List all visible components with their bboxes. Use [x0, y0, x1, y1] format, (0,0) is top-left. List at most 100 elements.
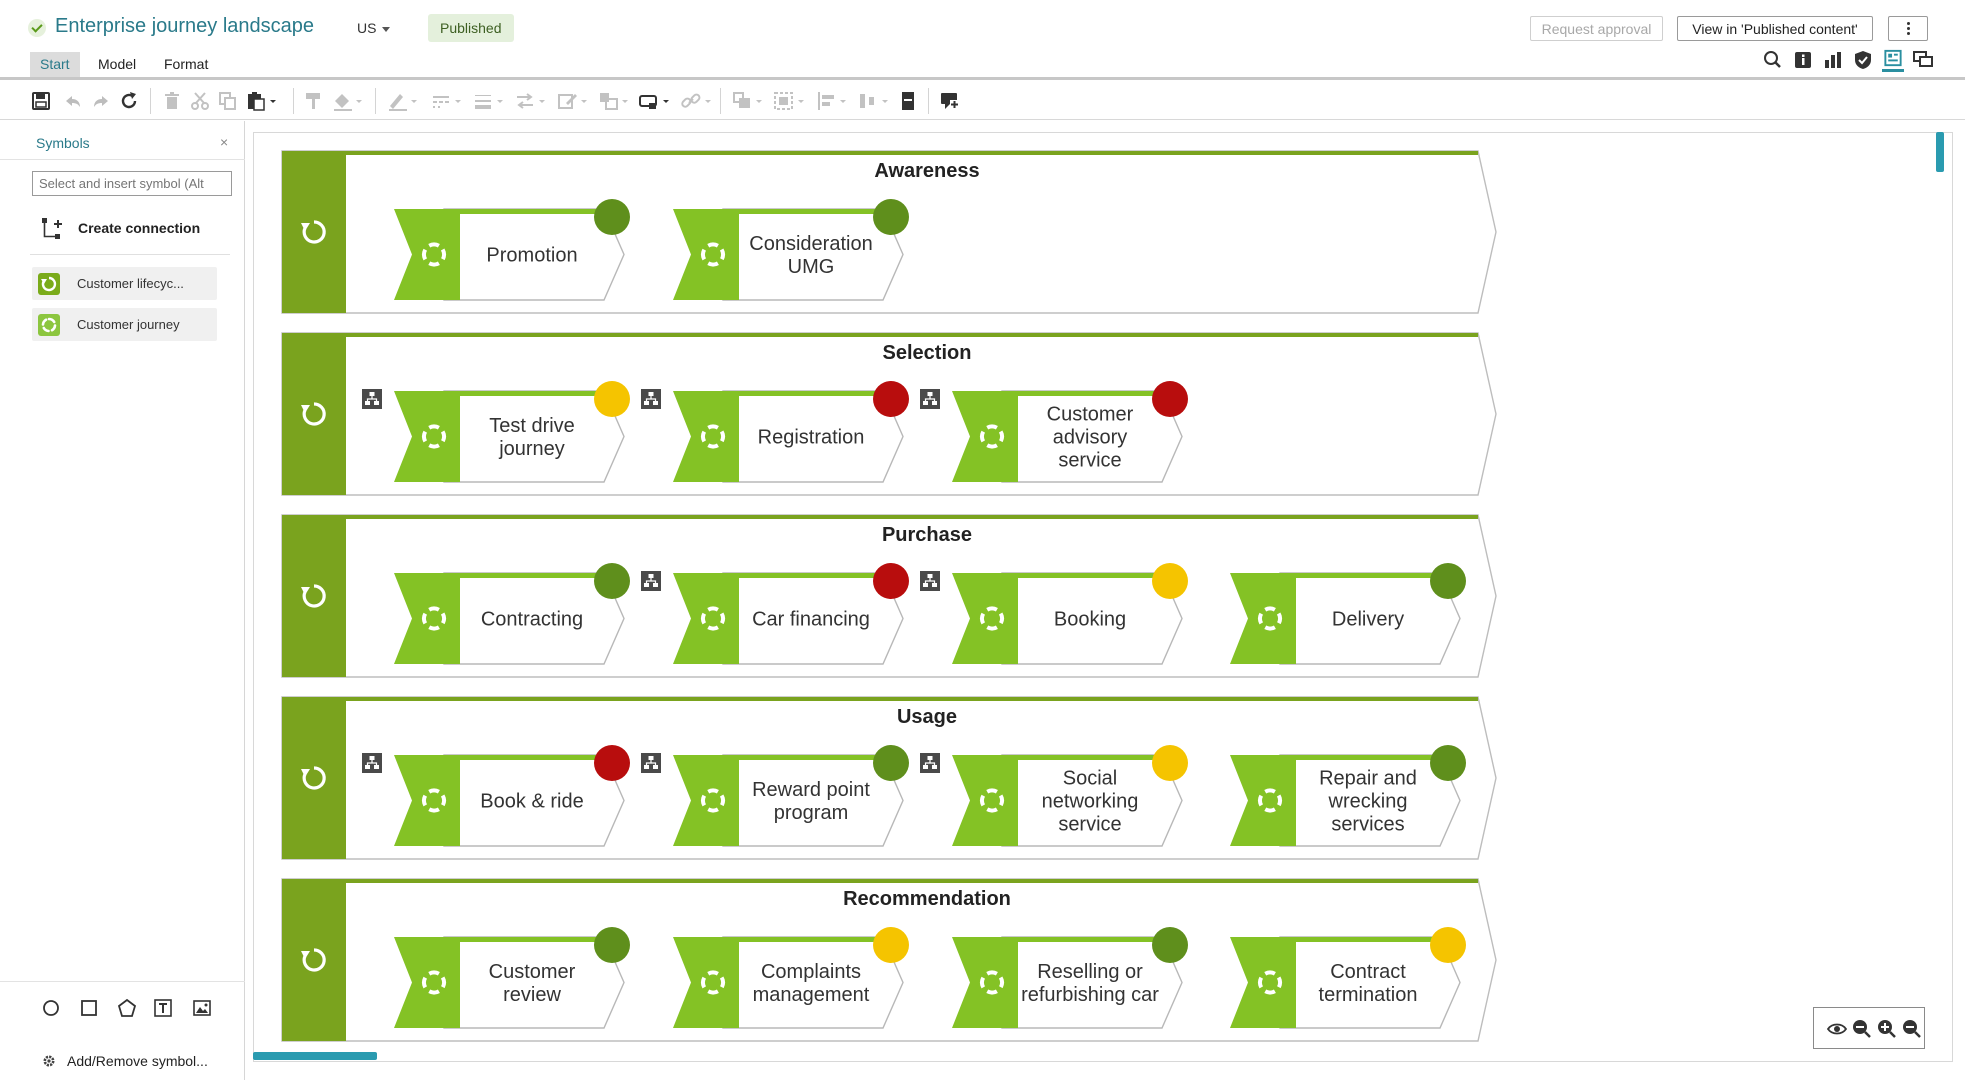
- lifecycle-icon: [302, 402, 326, 426]
- zoom-in-icon[interactable]: [1876, 1018, 1898, 1040]
- create-connection-button[interactable]: Create connection: [40, 216, 240, 244]
- square-icon[interactable]: [78, 997, 100, 1019]
- shape-select-icon[interactable]: [638, 90, 672, 112]
- circle-icon[interactable]: [40, 997, 62, 1019]
- more-options-button[interactable]: [1888, 16, 1928, 41]
- phase-title: Usage: [897, 706, 957, 728]
- link-icon[interactable]: [680, 90, 714, 112]
- zoom-100-icon[interactable]: [1851, 1018, 1873, 1040]
- close-icon[interactable]: ×: [220, 134, 229, 150]
- fill-color-icon[interactable]: [331, 90, 365, 112]
- journey-step[interactable]: Booking: [920, 563, 1188, 665]
- journey-step[interactable]: Book & ride: [362, 745, 630, 847]
- tab-start[interactable]: Start: [30, 52, 80, 77]
- group-icon[interactable]: [773, 90, 807, 112]
- line-style-icon[interactable]: [430, 90, 464, 112]
- journey-icon: [980, 606, 1004, 631]
- step-chevron: [952, 755, 1018, 846]
- step-label: Promotion: [486, 245, 577, 267]
- redo-icon[interactable]: [90, 90, 112, 112]
- step-label: UMG: [788, 256, 835, 278]
- text-box-icon[interactable]: [152, 997, 174, 1019]
- journey-step[interactable]: Registration: [641, 381, 909, 483]
- journey-step[interactable]: Delivery: [1230, 563, 1466, 665]
- arrow-style-icon[interactable]: [514, 90, 548, 112]
- info-icon[interactable]: [1792, 48, 1814, 72]
- tab-format[interactable]: Format: [164, 56, 209, 72]
- preview-icon[interactable]: [1826, 1018, 1848, 1040]
- line-color-icon[interactable]: [386, 90, 420, 112]
- vertical-scrollbar[interactable]: [1936, 132, 1944, 172]
- panel-divider: [0, 981, 245, 982]
- cut-icon[interactable]: [189, 90, 211, 112]
- step-label: Contracting: [481, 609, 583, 631]
- align-icon[interactable]: [815, 90, 849, 112]
- copy-icon[interactable]: [217, 90, 239, 112]
- shape-style-icon[interactable]: [597, 90, 631, 112]
- step-label: Consideration: [749, 233, 872, 255]
- zoom-out-icon[interactable]: [1901, 1018, 1923, 1040]
- journey-diagram: AwarenessPromotionConsiderationUMGSelect…: [281, 150, 1497, 1042]
- bar-chart-icon[interactable]: [1822, 48, 1844, 72]
- delete-icon[interactable]: [161, 90, 183, 112]
- phase-4[interactable]: RecommendationCustomerreviewComplaintsma…: [281, 878, 1497, 1042]
- create-connection-label: Create connection: [78, 220, 201, 236]
- view-published-button[interactable]: View in 'Published content': [1677, 16, 1873, 41]
- journey-step[interactable]: Promotion: [394, 199, 630, 301]
- step-chevron: [1230, 755, 1296, 846]
- phase-top-bar: [282, 697, 1478, 701]
- step-chevron: [394, 391, 460, 482]
- step-top-bar: [444, 209, 614, 214]
- symbol-search-input[interactable]: [32, 171, 232, 196]
- format-painter-icon[interactable]: [303, 90, 325, 112]
- language-select[interactable]: US: [357, 20, 391, 36]
- add-comment-icon[interactable]: [939, 90, 961, 112]
- journey-step[interactable]: Contracting: [394, 563, 630, 665]
- linked-model-icon-part: [369, 392, 375, 396]
- journey-step[interactable]: Car financing: [641, 563, 909, 665]
- symbol-item-customer-lifecycle[interactable]: Customer lifecyc...: [32, 267, 217, 300]
- step-top-bar: [723, 755, 893, 760]
- linked-model-icon-part: [927, 756, 933, 760]
- add-remove-symbols-button[interactable]: Add/Remove symbol...: [42, 1051, 242, 1073]
- linked-model-icon-lines: [366, 760, 378, 765]
- save-icon[interactable]: [30, 90, 52, 112]
- tab-model[interactable]: Model: [98, 56, 137, 72]
- arrange-icon[interactable]: [731, 90, 765, 112]
- symbol-item-customer-journey[interactable]: Customer journey: [32, 308, 217, 341]
- refresh-icon[interactable]: [118, 90, 140, 112]
- horizontal-scrollbar[interactable]: [253, 1052, 377, 1060]
- shield-icon[interactable]: [1852, 48, 1874, 72]
- lifecycle-icon-arrow: [301, 951, 310, 959]
- page-icon[interactable]: [897, 90, 919, 112]
- undo-icon[interactable]: [62, 90, 84, 112]
- paste-icon[interactable]: [245, 90, 279, 112]
- comments-icon[interactable]: [1912, 48, 1934, 72]
- line-weight-icon[interactable]: [472, 90, 506, 112]
- request-approval-button[interactable]: Request approval: [1530, 16, 1663, 41]
- status-indicator-green: [1430, 563, 1466, 599]
- phase-top-bar: [282, 151, 1478, 155]
- pentagon-icon[interactable]: [116, 997, 138, 1019]
- properties-panel-icon[interactable]: [1882, 48, 1904, 72]
- distribute-icon[interactable]: [857, 90, 891, 112]
- image-icon[interactable]: [191, 997, 213, 1019]
- edit-shape-icon[interactable]: [556, 90, 590, 112]
- search-icon[interactable]: [1762, 48, 1784, 72]
- page-title: Enterprise journey landscape: [55, 15, 315, 37]
